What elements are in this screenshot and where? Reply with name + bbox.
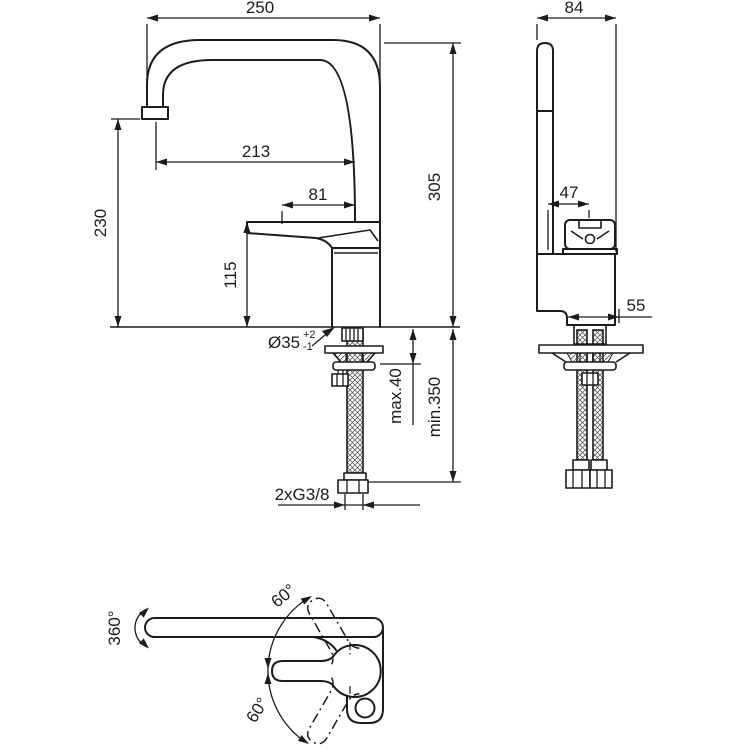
plan-outlet-circle bbox=[354, 697, 376, 719]
dim-min350-label: min.350 bbox=[425, 377, 444, 437]
plan-lever-position-down bbox=[306, 677, 360, 745]
front-view: 250 213 81 230 115 305 bbox=[91, 0, 461, 510]
plan-faucet-outline bbox=[144, 597, 384, 745]
dim-55-label: 55 bbox=[627, 296, 646, 315]
side-faucet-outline bbox=[536, 42, 644, 489]
front-shank-threads bbox=[345, 328, 359, 341]
dim-47-label: 47 bbox=[560, 183, 579, 202]
front-flange-ring bbox=[332, 361, 376, 371]
side-flange-ring bbox=[563, 361, 617, 371]
plan-spout bbox=[144, 617, 384, 638]
dim-hole-label: Ø35 bbox=[268, 333, 300, 352]
side-shank bbox=[573, 324, 607, 345]
dim-thread-lines bbox=[278, 494, 420, 510]
side-hose-nut-facets bbox=[572, 470, 606, 488]
plan-swing-arc bbox=[267, 596, 311, 744]
side-flange-hatch-right bbox=[599, 352, 614, 363]
side-view: 84 47 55 bbox=[536, 0, 652, 489]
plan-right-lobe bbox=[346, 629, 384, 724]
dim-max40-label: max.40 bbox=[386, 368, 405, 424]
side-base-plate bbox=[538, 344, 644, 354]
front-spout-outer bbox=[146, 39, 381, 328]
dim-min350-lines bbox=[368, 329, 461, 483]
side-cap-chamfers bbox=[570, 230, 610, 240]
front-faucet-outline bbox=[110, 39, 460, 494]
dim-230-lines bbox=[111, 118, 140, 327]
front-flange-hatch-right bbox=[361, 352, 375, 363]
side-stud-nut bbox=[581, 372, 599, 386]
plan-body-and-lever bbox=[271, 644, 382, 698]
front-stud-nut bbox=[331, 373, 349, 387]
dim-max40-lines bbox=[380, 329, 421, 425]
front-dimensions: 250 213 81 230 115 305 bbox=[91, 0, 461, 510]
front-hose-nut bbox=[337, 479, 369, 494]
side-dimensions: 84 47 55 bbox=[536, 0, 652, 323]
dim-250-label: 250 bbox=[246, 0, 274, 17]
side-stud-nut-facets bbox=[586, 373, 594, 385]
dim-115-label: 115 bbox=[221, 261, 240, 288]
dim-305-label: 305 bbox=[425, 173, 444, 201]
dim-hole-tol-plus: +2 bbox=[303, 329, 316, 341]
front-spout-outlet bbox=[141, 106, 169, 120]
dim-305-lines bbox=[384, 42, 461, 327]
dim-250-lines bbox=[146, 17, 381, 80]
front-spout-inner bbox=[162, 59, 356, 222]
front-handle-wedge bbox=[317, 229, 379, 242]
front-stud-nut-facets bbox=[336, 374, 344, 386]
angle-360-label: 360° bbox=[105, 610, 124, 645]
plan-lever-position-up bbox=[306, 597, 360, 665]
front-hose-nut-facets bbox=[346, 480, 360, 493]
angle-60-down-label: 60° bbox=[242, 694, 272, 726]
dim-81-label: 81 bbox=[309, 185, 328, 204]
dim-230-label: 230 bbox=[91, 209, 110, 237]
plan-spout-fillet bbox=[313, 636, 337, 651]
dim-84-label: 84 bbox=[565, 0, 584, 17]
front-hose-ferrule bbox=[343, 472, 367, 481]
side-spout-tube bbox=[536, 42, 554, 255]
angle-60-up-label: 60° bbox=[268, 580, 300, 611]
dim-84-lines bbox=[536, 17, 617, 252]
plan-view: 60° 60° 360° bbox=[105, 580, 384, 745]
dim-hole-tol-minus: -1 bbox=[303, 341, 313, 353]
dim-thread-label: 2xG3/8 bbox=[275, 485, 330, 504]
side-hose-nut-left bbox=[565, 469, 591, 489]
side-body bbox=[536, 253, 616, 326]
front-handle-lever bbox=[246, 221, 381, 249]
side-ferrule-right bbox=[590, 459, 608, 471]
side-cap-dot bbox=[584, 233, 596, 245]
side-flange-hatch-left bbox=[566, 352, 581, 363]
front-shank bbox=[341, 327, 364, 342]
front-flange-hatch-left bbox=[333, 352, 347, 363]
front-flange-plate bbox=[324, 345, 384, 354]
side-flange-webs bbox=[551, 352, 631, 363]
side-cap-slot bbox=[578, 220, 602, 229]
front-body bbox=[331, 247, 381, 328]
dim-213-label: 213 bbox=[242, 142, 270, 161]
side-hose-nut-right bbox=[589, 469, 613, 489]
side-ferrule-left bbox=[572, 459, 590, 471]
dim-81-lines bbox=[281, 204, 355, 224]
